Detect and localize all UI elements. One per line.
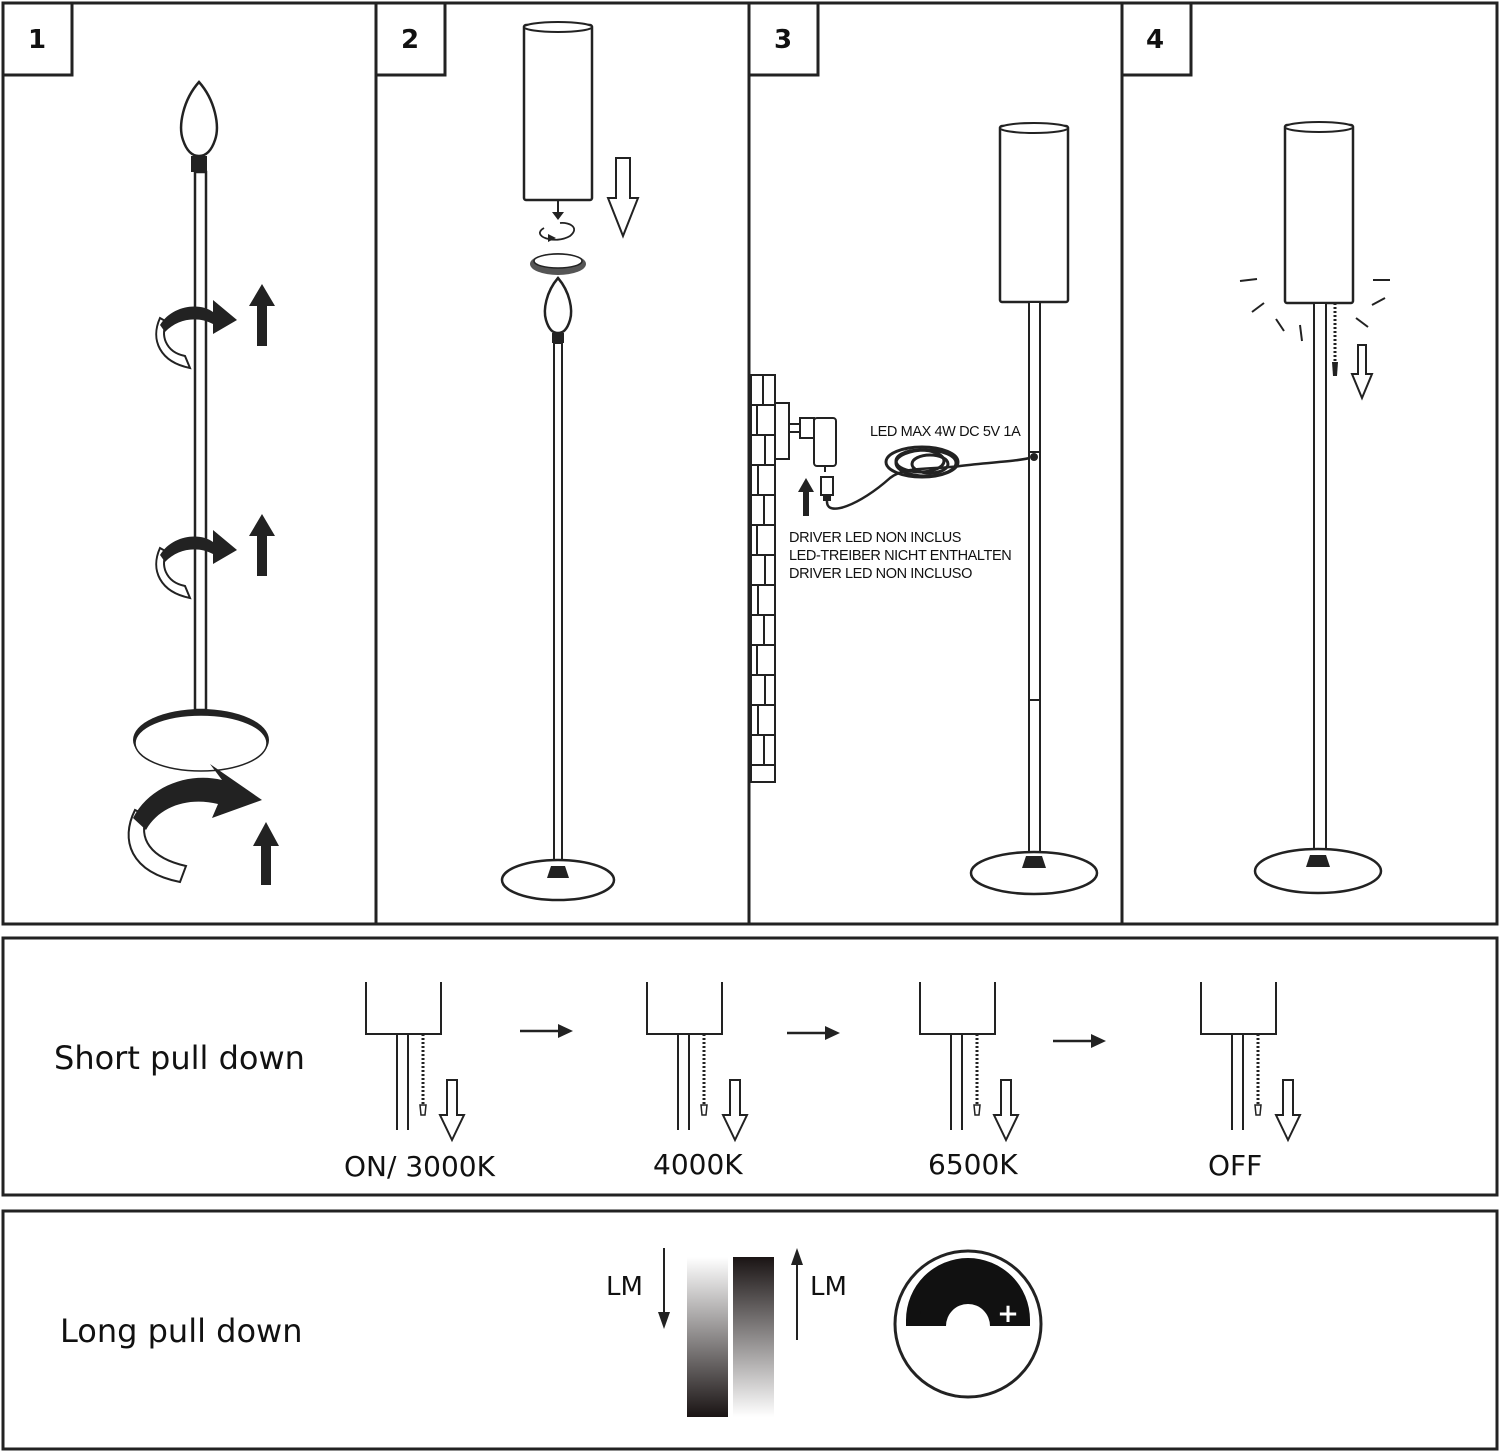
step-2-illustration: [500, 21, 640, 902]
long-pull-panel: [1, 1209, 1499, 1451]
step-4-number: 4: [1146, 25, 1164, 55]
coiled-cable: [884, 445, 960, 479]
lamp-base: [133, 709, 269, 772]
step-1-badge: 1: [1, 1, 74, 77]
twist-arrow-icon: [155, 530, 237, 600]
shade-icon: [522, 21, 594, 202]
twist-arrow-icon: [127, 764, 262, 884]
shade-ring: [530, 253, 586, 275]
lm-down-label: LM: [606, 1272, 643, 1302]
lamp-base: [500, 858, 616, 902]
shade-icon: [1283, 121, 1355, 305]
step-4-illustration: [1239, 121, 1390, 895]
lamp-base: [969, 850, 1099, 896]
twist-arrow-icon: [155, 300, 237, 370]
arrow-right-icon: [520, 1024, 573, 1038]
brightness-increase-bar: [733, 1257, 774, 1417]
arrow-up-icon: [249, 284, 275, 346]
short-pull-panel: [1, 936, 1499, 1197]
lamp-pole: [553, 342, 563, 869]
step-4-badge: 4: [1120, 1, 1193, 77]
short-pull-label: Short pull down: [54, 1039, 305, 1077]
spec-label: LED MAX 4W DC 5V 1A: [870, 424, 1021, 440]
step-1-illustration: [127, 80, 279, 885]
lamp-pole: [1313, 302, 1327, 859]
step-2-badge: 2: [374, 1, 447, 77]
step-3-badge: 3: [747, 1, 820, 77]
arrow-down-icon: [992, 1079, 1020, 1143]
arrow-down-icon: [658, 1248, 670, 1329]
wall-plug-icon: [789, 417, 837, 472]
rotate-icon: [539, 222, 575, 242]
lm-up-label: LM: [810, 1272, 847, 1302]
driver-note-it: DRIVER LED NON INCLUSO: [789, 566, 972, 582]
cable-socket: [1028, 451, 1041, 701]
driver-note-de: LED-TREIBER NICHT ENTHALTEN: [789, 548, 1011, 564]
pull-state-on-3000k: ON/ 3000K: [344, 982, 496, 1183]
step-3-number: 3: [774, 25, 792, 55]
arrow-down-icon: [606, 157, 640, 239]
usb-plug: [820, 476, 834, 501]
pull-state-4000k: 4000K: [646, 982, 749, 1181]
arrow-right-icon: [787, 1026, 840, 1040]
driver-note-fr: DRIVER LED NON INCLUS: [789, 530, 961, 546]
arrow-down-icon: [721, 1079, 749, 1143]
step-2-number: 2: [401, 25, 419, 55]
state-label-6500k: 6500K: [928, 1148, 1018, 1181]
light-rays: [1239, 278, 1390, 342]
arrow-down-icon: [1350, 344, 1374, 401]
bulb-icon: [179, 80, 219, 172]
bulb-icon: [543, 276, 573, 343]
shade-icon: [998, 122, 1070, 304]
step-3-illustration: LED MAX 4W DC 5V 1A DRIVER LED NON INCLU…: [750, 122, 1099, 896]
step-1-number: 1: [28, 25, 46, 55]
pull-state-6500k: 6500K: [919, 982, 1020, 1181]
arrow-up-icon: [253, 822, 279, 885]
dial-minus: -: [919, 1297, 930, 1327]
brick-wall: [750, 374, 790, 783]
arrow-up-icon: [791, 1248, 803, 1340]
state-label-on-3000k: ON/ 3000K: [344, 1150, 496, 1183]
long-pull-label: Long pull down: [60, 1312, 303, 1350]
state-label-4000k: 4000K: [653, 1148, 743, 1181]
lamp-pole: [193, 170, 208, 712]
dial-plus: +: [997, 1299, 1019, 1329]
state-label-off: OFF: [1208, 1149, 1262, 1182]
brightness-decrease-bar: [687, 1257, 728, 1417]
power-cable: [825, 455, 1035, 510]
arrow-up-icon: [798, 478, 814, 516]
arrow-down-icon: [438, 1079, 466, 1143]
dimmer-dial-icon: - +: [893, 1249, 1043, 1399]
arrow-down-icon: [1274, 1079, 1302, 1143]
arrow-right-icon: [1053, 1034, 1106, 1048]
lamp-base: [1253, 847, 1383, 895]
pull-state-off: OFF: [1200, 982, 1302, 1182]
arrow-up-icon: [249, 514, 275, 576]
